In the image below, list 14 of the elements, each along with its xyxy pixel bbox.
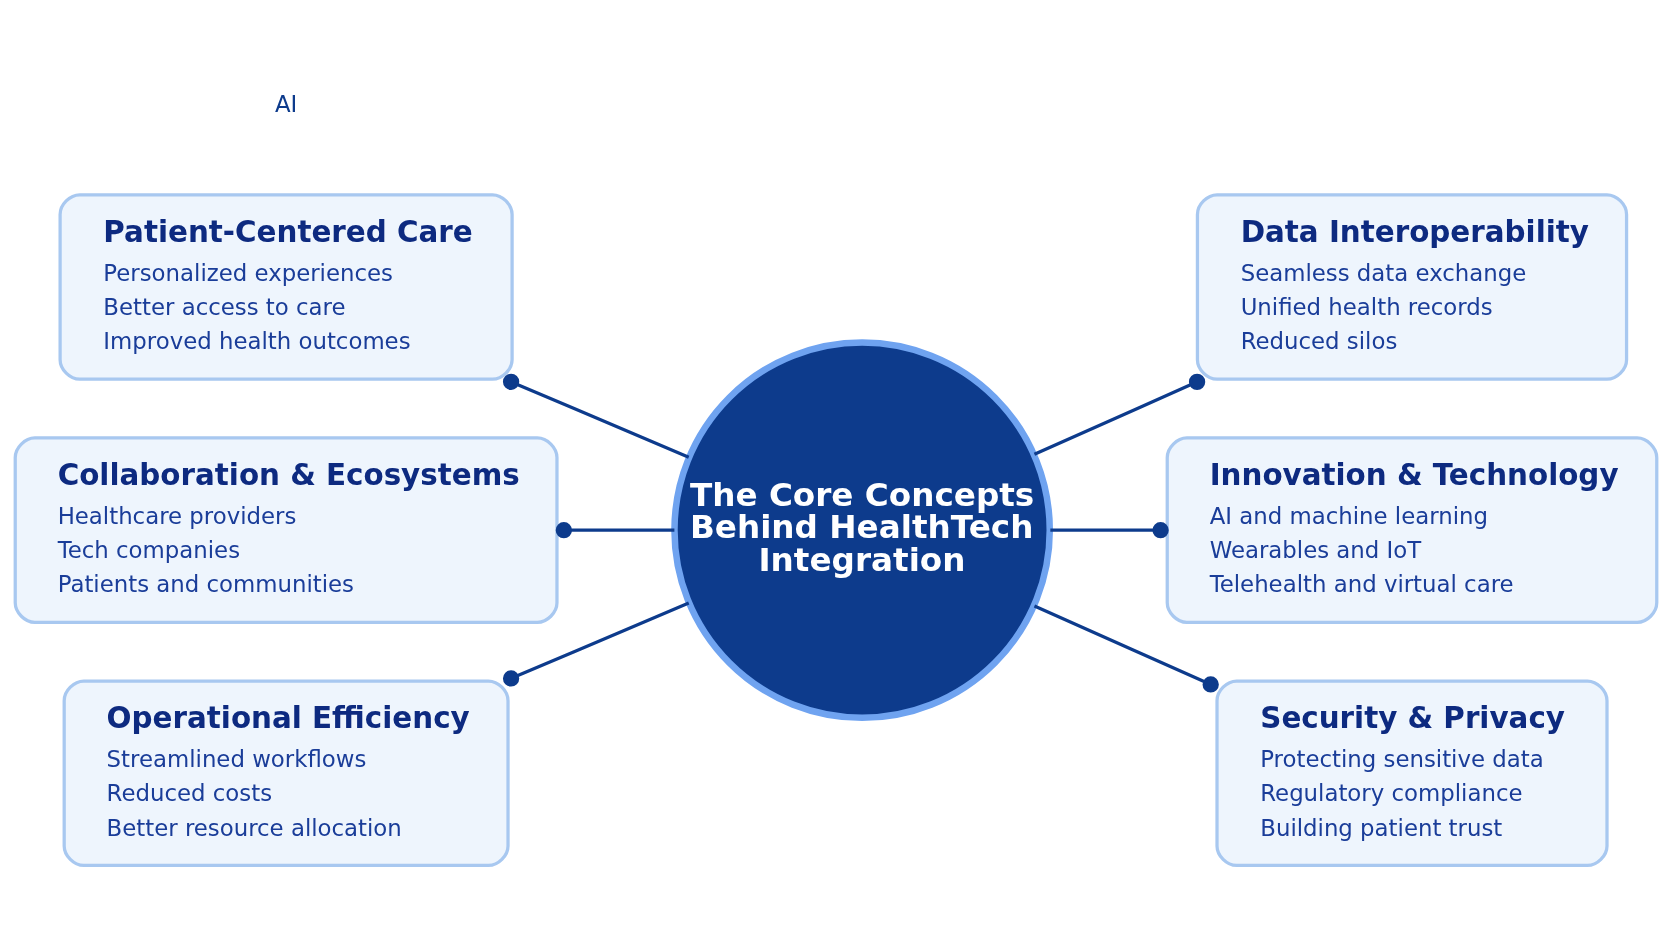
node-box: Innovation & Technology AI and machine learning Wearables and IoT Telehealth and virtual care <box>1165 435 1659 624</box>
connector <box>502 601 690 687</box>
node-box: Collaboration & Ecosystems Healthcare providers Tech companies Patients and communities <box>13 435 559 624</box>
node-box: Data Interoperability Seamless data exchange Unified health records Reduced silos <box>1195 192 1629 381</box>
label: AI <box>274 90 298 117</box>
connector <box>502 373 690 459</box>
connector <box>555 521 675 538</box>
node-circle: The Core Concepts Behind HealthTech Integration <box>671 338 1054 721</box>
connector <box>1050 521 1169 538</box>
node-box: Operational Efficiency Streamlined workflows Reduced costs Better resource allocation <box>62 678 510 867</box>
connector <box>1033 604 1219 693</box>
connector <box>1033 373 1206 456</box>
node-box: Security & Privacy Protecting sensitive data Regulatory compliance Building patient trust <box>1215 678 1609 867</box>
node-box: Patient-Centered Care Personalized experiences Better access to care Improved health outcomes <box>58 192 514 381</box>
